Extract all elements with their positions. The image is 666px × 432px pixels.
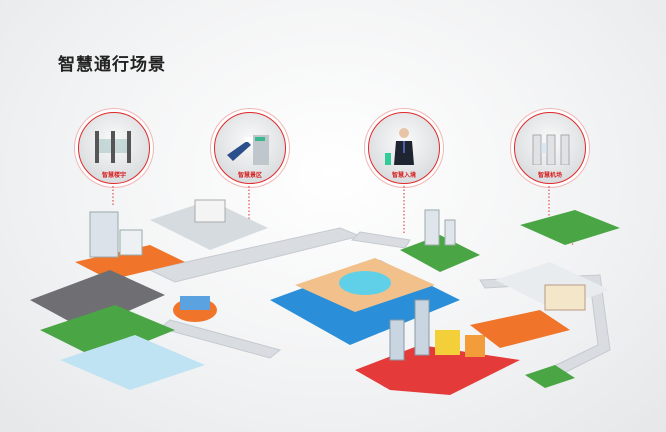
scene-circle-scenic[interactable]: 智慧景区 <box>214 112 286 184</box>
scene-label: 智慧机场 <box>537 172 562 179</box>
card-swipe-gate-icon <box>227 135 269 165</box>
left-district <box>30 199 268 390</box>
page-title: 智慧通行场景 <box>58 55 166 75</box>
scene-label: 智慧入境 <box>391 172 416 179</box>
turnstile-gate-icon <box>95 131 131 163</box>
scene-label: 智慧楼宇 <box>101 172 126 179</box>
speed-gate-icon <box>532 134 570 165</box>
scene-circle-building[interactable]: 智慧楼宇 <box>78 112 150 184</box>
scene-label: 智慧景区 <box>237 172 262 179</box>
scene-circle-airport[interactable]: 智慧机场 <box>514 112 586 184</box>
center-beach-district <box>270 209 480 345</box>
right-airport-district <box>470 210 620 388</box>
scene-circle-entry[interactable]: 智慧入境 <box>368 112 440 184</box>
person-face-recognition-icon <box>385 128 414 165</box>
bottom-red-district <box>355 299 520 395</box>
